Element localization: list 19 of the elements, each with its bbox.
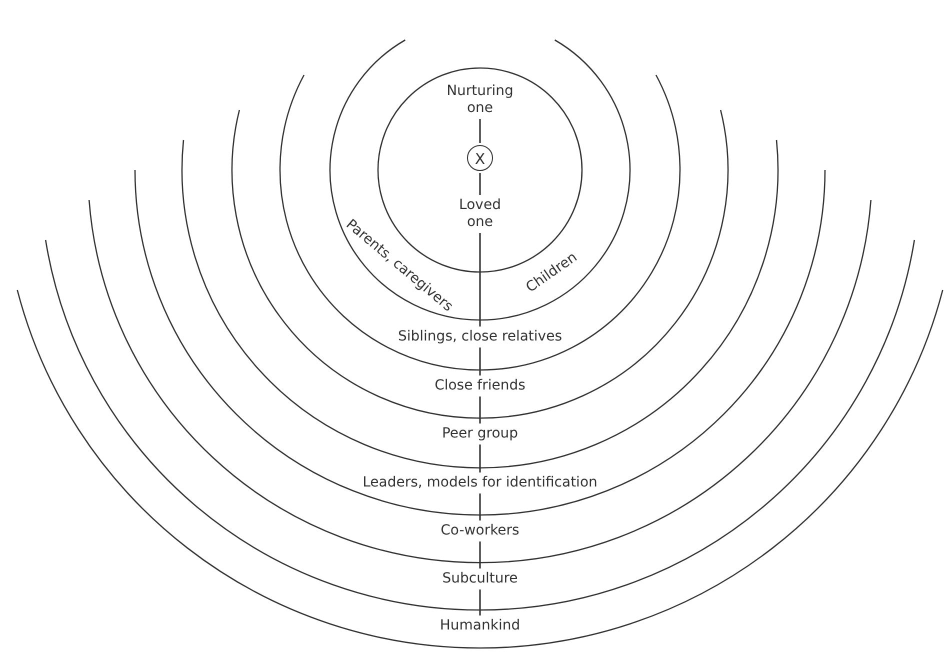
connector-line bbox=[479, 119, 481, 143]
connector-line bbox=[479, 542, 481, 568]
ring-label: Humankind bbox=[440, 618, 520, 634]
ring-label: Leaders, models for identification bbox=[362, 474, 598, 492]
connector-line bbox=[479, 233, 481, 326]
ring-label: Nurturing one bbox=[440, 83, 520, 117]
ring-label: Siblings, close relatives bbox=[398, 328, 562, 346]
self-circle: X bbox=[467, 145, 493, 171]
connector-line bbox=[479, 396, 481, 424]
connector-line bbox=[479, 590, 481, 616]
ring-label: Close friends bbox=[434, 378, 526, 394]
ring-label: Co-workers bbox=[440, 522, 520, 540]
ring-label: Subculture bbox=[442, 570, 518, 588]
connector-line bbox=[479, 444, 481, 472]
connector-line bbox=[479, 173, 481, 195]
ring-label: Peer group bbox=[442, 426, 518, 442]
connector-line bbox=[479, 348, 481, 376]
connector-line bbox=[479, 494, 481, 520]
ring-label: Loved one bbox=[450, 197, 510, 231]
